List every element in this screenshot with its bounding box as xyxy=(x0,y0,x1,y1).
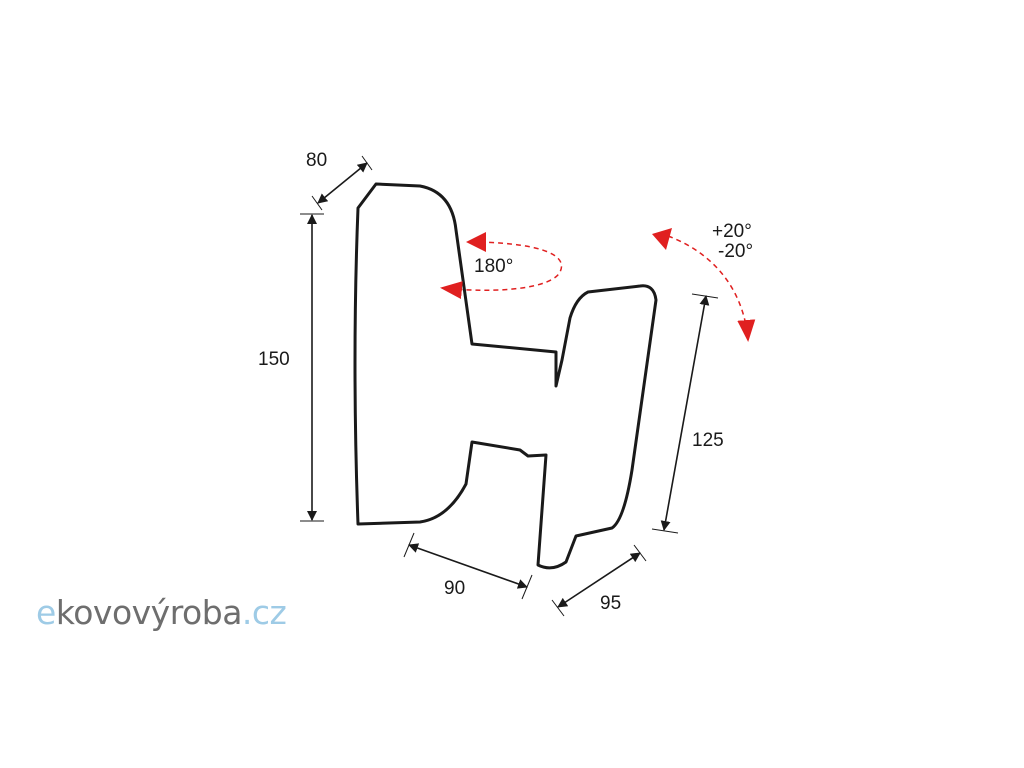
dim-wall-plate-height-label: 150 xyxy=(258,349,290,370)
dim-wall-plate-height: 150 xyxy=(258,213,324,522)
swivel-angle-label: 180° xyxy=(474,256,513,277)
dim-arm-length-label: 90 xyxy=(444,578,465,599)
swivel-arrow xyxy=(440,241,563,300)
logo-tld: .cz xyxy=(242,593,286,632)
ekovovyroba-logo: ekovovýroba.cz xyxy=(36,593,287,632)
tilt-arrow-head-top xyxy=(652,228,672,250)
logo-name: kovovýroba xyxy=(56,593,242,632)
dim-tv-plate-height-label: 125 xyxy=(692,430,724,451)
dim-arm-width-label: 80 xyxy=(306,150,327,171)
swivel-rotation-indicator: 180° xyxy=(440,232,563,300)
dim-tv-plate-width: 95 xyxy=(551,544,647,617)
dim-tv-plate-height: 125 xyxy=(651,293,724,534)
logo-wordmark: ekovovýroba.cz xyxy=(36,593,286,632)
tilt-rotation-indicator: +20° -20° xyxy=(652,221,756,342)
tilt-down-label: -20° xyxy=(718,241,753,262)
dim-arm-length: 90 xyxy=(403,532,533,600)
bracket-outline xyxy=(353,182,658,570)
swivel-arrow-head-top xyxy=(466,232,486,252)
tilt-up-label: +20° xyxy=(712,221,752,242)
dim-tv-plate-width-label: 95 xyxy=(600,593,621,614)
dim-arm-width: 80 xyxy=(306,150,373,211)
logo-letter-e: e xyxy=(36,593,56,632)
